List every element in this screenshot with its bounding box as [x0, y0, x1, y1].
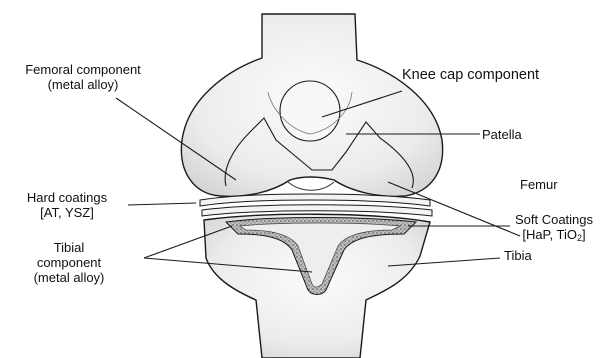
soft-line1: Soft Coatings — [506, 212, 602, 227]
label-hard-coatings: Hard coatings [AT, YSZ] — [6, 190, 128, 220]
soft-line2: [HaP, TiO2] — [506, 227, 602, 244]
leader-hard-coating — [128, 203, 196, 205]
tibial-line2: component — [4, 255, 134, 270]
tibial-line1: Tibial — [4, 240, 134, 255]
hard-line2: [AT, YSZ] — [6, 205, 128, 220]
femoral-line2: (metal alloy) — [8, 77, 158, 92]
label-tibial-component: Tibial component (metal alloy) — [4, 240, 134, 285]
label-femoral-component: Femoral component (metal alloy) — [8, 62, 158, 92]
label-tibia: Tibia — [504, 248, 532, 263]
label-soft-coatings: Soft Coatings [HaP, TiO2] — [506, 212, 602, 244]
knee-cap-component — [280, 81, 340, 141]
femoral-notch-shadow — [288, 182, 334, 190]
tibial-line3: (metal alloy) — [4, 270, 134, 285]
label-femur: Femur — [520, 177, 558, 192]
femoral-line1: Femoral component — [8, 62, 158, 77]
hard-line1: Hard coatings — [6, 190, 128, 205]
label-patella: Patella — [482, 127, 522, 142]
label-knee-cap: Knee cap component — [402, 68, 539, 83]
